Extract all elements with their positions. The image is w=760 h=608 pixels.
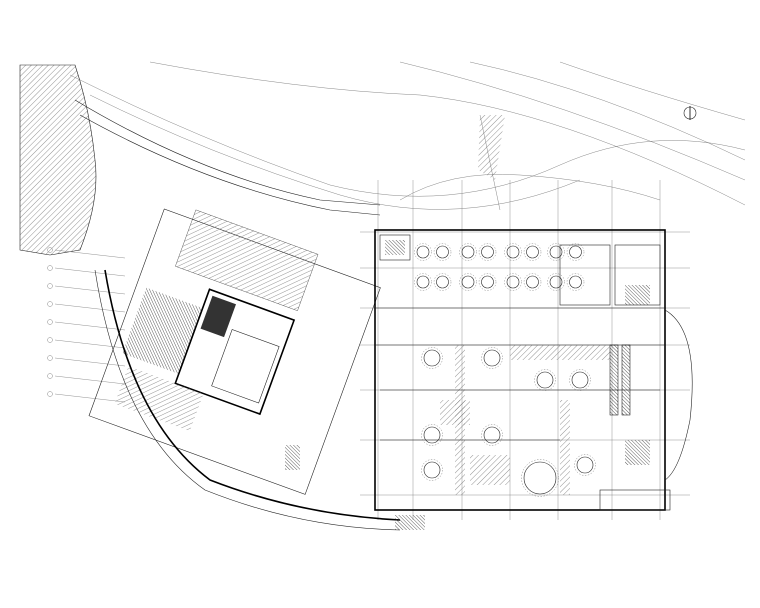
grid-line [54, 249, 126, 259]
west-landscape-hatch [19, 64, 97, 256]
chairs [566, 273, 585, 291]
grid-bubble [47, 319, 53, 325]
grid-line [54, 321, 126, 331]
grid-bubble [47, 283, 53, 289]
round-table [461, 245, 475, 259]
site-contours [69, 61, 746, 216]
round-table [423, 461, 441, 479]
chairs [433, 243, 452, 261]
escalator [621, 344, 631, 416]
grid-bubble [47, 391, 53, 397]
round-table [436, 275, 449, 289]
round-table [526, 245, 539, 259]
round-table [536, 371, 554, 389]
east-block [285, 229, 693, 511]
round-table [506, 245, 520, 259]
chairs [547, 243, 565, 261]
north-arrow-icon [683, 106, 697, 120]
chairs [421, 459, 443, 481]
chairs [566, 243, 585, 261]
grid-line [54, 393, 126, 403]
round-table [549, 275, 563, 289]
round-table [416, 245, 430, 259]
grid-line [54, 303, 126, 313]
round-table [523, 461, 557, 495]
stair [625, 440, 650, 465]
chairs [523, 243, 542, 261]
chairs [433, 273, 452, 291]
round-table [571, 371, 589, 389]
round-table [569, 275, 582, 289]
grid-bubble [47, 337, 53, 343]
chairs [421, 347, 443, 369]
terrace-hatch [478, 115, 505, 180]
round-table [483, 426, 501, 444]
south-curved-facade [104, 269, 401, 521]
stair [285, 445, 300, 470]
round-table [549, 245, 563, 259]
chairs [459, 273, 477, 291]
round-table [436, 245, 449, 259]
grid-line [54, 357, 126, 367]
chairs [459, 243, 477, 261]
round-table [569, 245, 582, 259]
round-table [506, 275, 520, 289]
west-wing [88, 208, 381, 495]
round-table [461, 275, 475, 289]
chairs [534, 369, 556, 391]
chairs [481, 424, 503, 446]
chairs [504, 273, 522, 291]
stair [625, 285, 650, 305]
grid-bubble [47, 265, 53, 271]
table-layout [414, 243, 596, 497]
grid-bubble [47, 373, 53, 379]
grid-line [54, 285, 126, 295]
round-table [423, 426, 441, 444]
chairs [421, 424, 443, 446]
grid-bubble [47, 301, 53, 307]
round-table [576, 456, 594, 474]
chairs [569, 369, 591, 391]
entrance-steps [395, 515, 425, 530]
round-table [481, 245, 494, 259]
round-table [416, 275, 430, 289]
chairs [547, 273, 565, 291]
chairs [481, 347, 503, 369]
grid-line [54, 339, 126, 349]
round-table [423, 349, 441, 367]
chairs [478, 243, 497, 261]
grid-line [54, 267, 126, 277]
grid-line [54, 375, 126, 385]
grid-bubble [47, 355, 53, 361]
chairs [521, 459, 559, 497]
round-table [481, 275, 494, 289]
chairs [523, 273, 542, 291]
chairs [574, 454, 596, 476]
chairs [504, 243, 522, 261]
chairs [414, 273, 432, 291]
chairs [478, 273, 497, 291]
round-table [526, 275, 539, 289]
chairs [414, 243, 432, 261]
grid-bubble [47, 247, 53, 253]
round-table [483, 349, 501, 367]
stair [385, 240, 405, 255]
escalator [609, 344, 619, 416]
